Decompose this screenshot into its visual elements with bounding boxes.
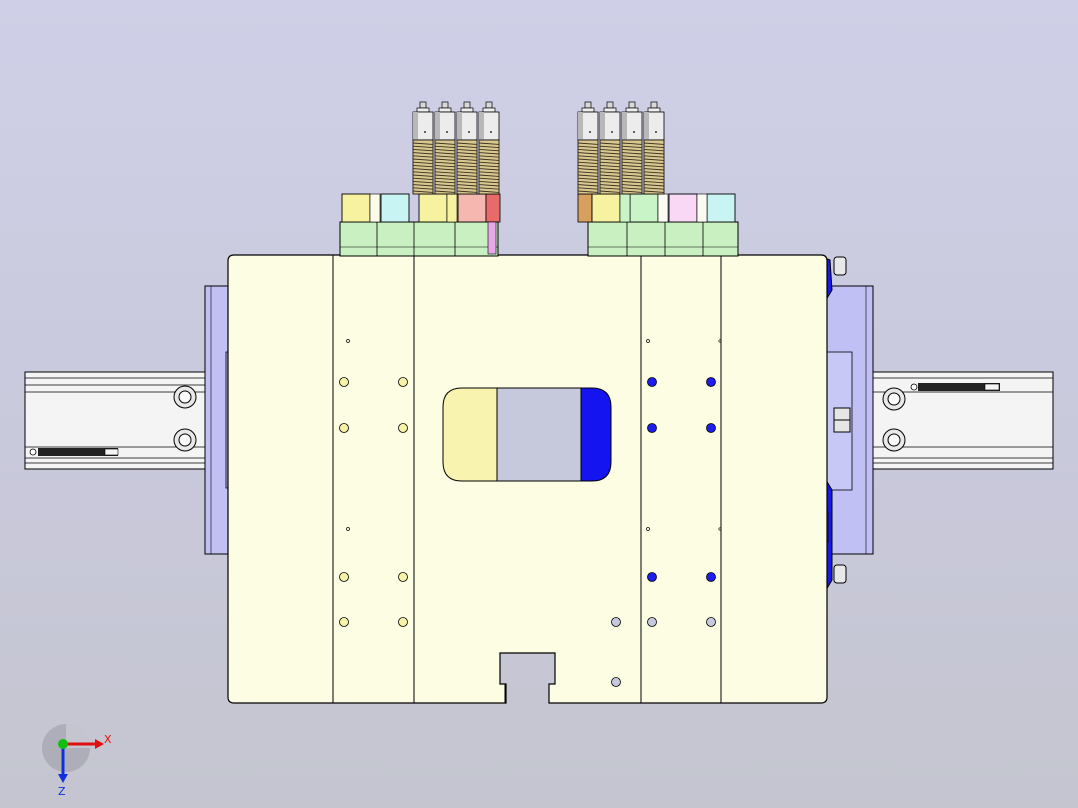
left-rail-bolt-lower: [173, 428, 197, 452]
pin-hole: [646, 339, 650, 343]
hole: [647, 377, 657, 387]
left-spring-plungers: [412, 101, 500, 195]
right-rail-end-marker: [910, 383, 918, 391]
hole: [339, 617, 349, 627]
left-connector-group: [339, 193, 501, 257]
triad-x-label: X: [104, 733, 112, 746]
triad-z-arrow: [58, 774, 68, 783]
connector-top-3: [418, 193, 448, 223]
hole: [647, 572, 657, 582]
right-rail-bolt-upper: [882, 387, 906, 411]
left-linear-rail: [24, 371, 211, 470]
hole: [398, 572, 408, 582]
pin-hole: [646, 527, 650, 531]
hole: [611, 677, 621, 687]
left-connector-accent: [485, 193, 501, 223]
connector-top-5: [591, 193, 621, 223]
hole: [706, 423, 716, 433]
connector-top-4: [457, 193, 487, 223]
spring-plunger-left-4: [478, 101, 500, 195]
pin-hole: [346, 527, 350, 531]
hole: [339, 572, 349, 582]
triad-z-label: Z: [58, 785, 66, 798]
triad-x-arrow: [95, 739, 104, 749]
left-rail-end-marker: [29, 448, 37, 456]
right-rail-scale-strip: [918, 383, 1000, 391]
mounting-holes-right: [611, 339, 722, 687]
spring-plunger-left-2: [434, 101, 456, 195]
right-hex-nut-lower: [833, 419, 851, 433]
spring-plunger-right-1: [577, 101, 599, 195]
right-hex-nut-upper: [833, 407, 851, 421]
hole: [647, 423, 657, 433]
right-spring-plungers: [577, 101, 665, 195]
connector-top-2: [380, 193, 410, 223]
right-linear-rail: [867, 371, 1054, 470]
spring-plunger-right-2: [599, 101, 621, 195]
coordinate-triad: X Z: [42, 724, 112, 798]
right-connector-group: [577, 193, 739, 257]
connector-top-7: [668, 193, 698, 223]
hole: [611, 617, 621, 627]
left-rail-bolt-upper: [173, 385, 197, 409]
hole: [398, 423, 408, 433]
triad-y-axis: [58, 739, 68, 749]
hole: [647, 617, 657, 627]
connector-top-6: [629, 193, 659, 223]
left-rail-scale-strip: [38, 448, 118, 456]
pin-hole: [346, 339, 350, 343]
central-window: [442, 387, 612, 482]
connector-top-1: [341, 193, 371, 223]
hole: [339, 377, 349, 387]
spring-plunger-right-3: [621, 101, 643, 195]
hole: [339, 423, 349, 433]
right-connector-accent: [577, 193, 593, 223]
hole: [398, 617, 408, 627]
hole: [398, 377, 408, 387]
spring-plunger-left-3: [456, 101, 478, 195]
connector-top-8: [706, 193, 736, 223]
right-clamp-screw-top: [833, 256, 847, 276]
spring-plunger-right-4: [643, 101, 665, 195]
hole: [706, 572, 716, 582]
mounting-holes-left: [339, 339, 408, 627]
right-clamp-screw-bottom: [833, 564, 847, 584]
spring-plunger-left-1: [412, 101, 434, 195]
hole: [706, 377, 716, 387]
hole: [706, 617, 716, 627]
pin-hole: [718, 527, 722, 531]
right-rail-bolt-lower: [882, 428, 906, 452]
right-carriage: [819, 255, 874, 591]
pin-hole: [718, 339, 722, 343]
